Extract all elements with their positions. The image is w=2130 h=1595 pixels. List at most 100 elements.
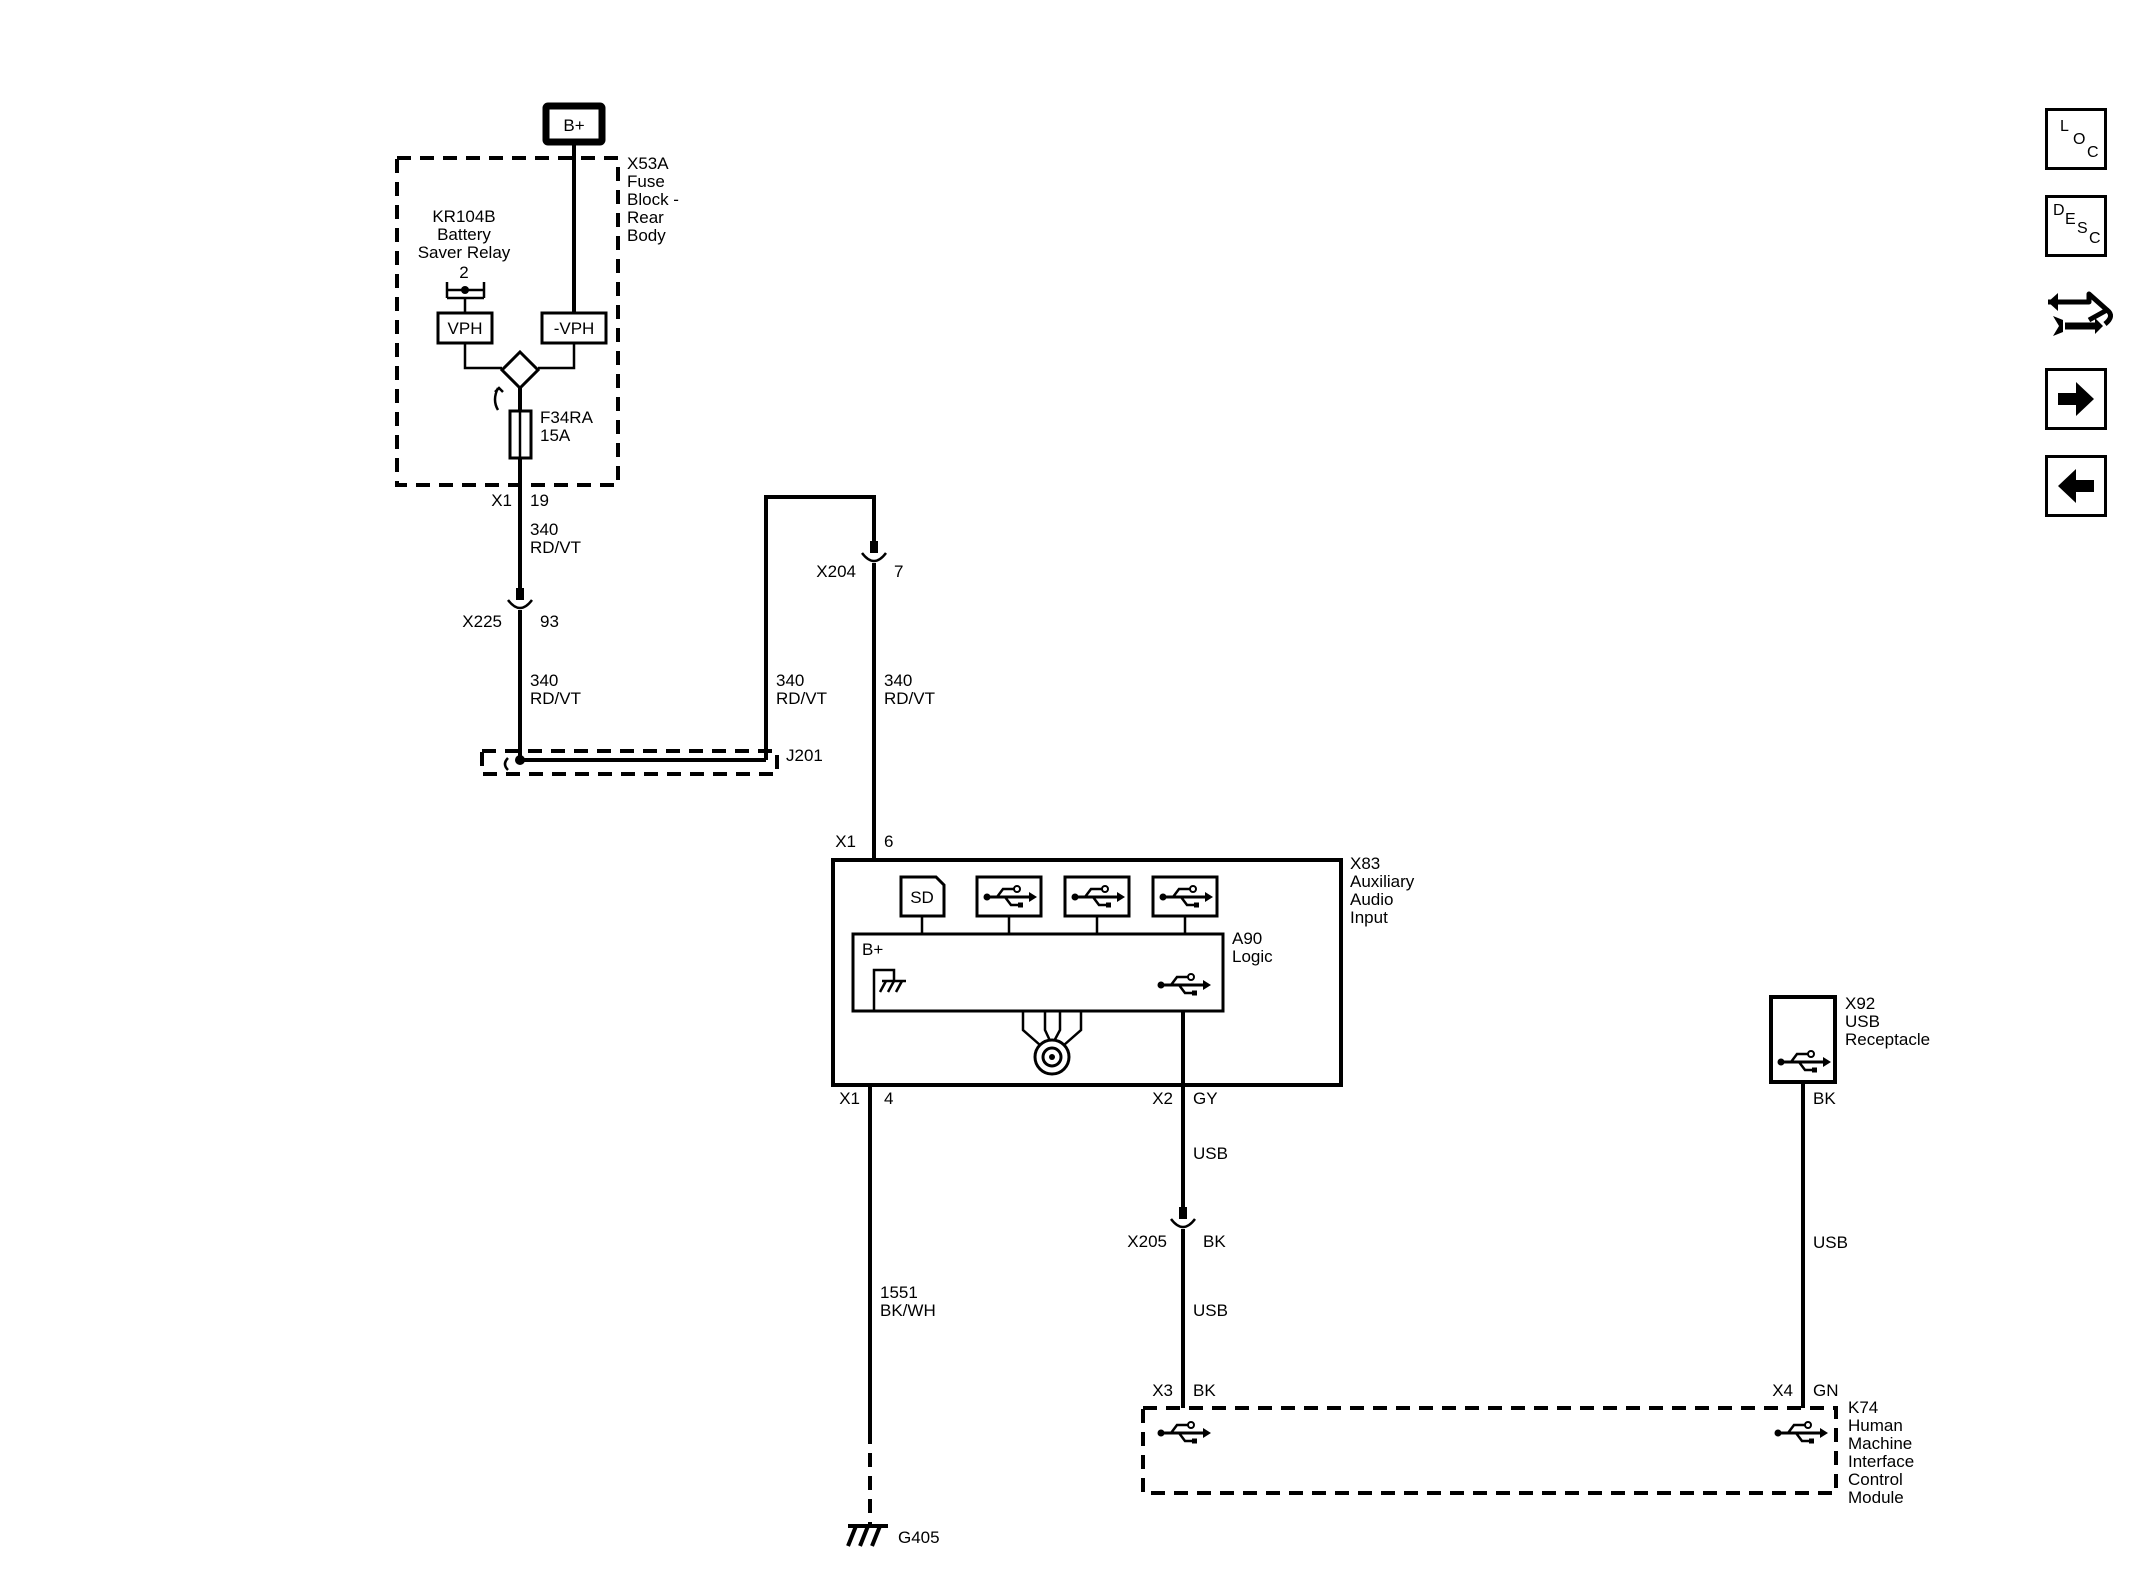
sd-label: SD (910, 888, 934, 907)
battery-positive-source: B+ (542, 102, 606, 146)
b-plus-label: B+ (563, 116, 584, 135)
wire-340-segment-3 (764, 495, 876, 760)
fuse-block-name-3: Rear (627, 208, 664, 227)
aux-x1-bottom-conn: X1 (839, 1089, 860, 1108)
service-info-button[interactable] (2045, 280, 2113, 342)
loc-letter-c: C (2087, 144, 2099, 161)
relay-id: KR104B (432, 207, 495, 226)
usb-receptacle-id: X92 (1845, 994, 1875, 1013)
relay-name-2: Saver Relay (418, 243, 511, 262)
aux-x2-conn: X2 (1152, 1089, 1173, 1108)
hmi-usb-icon-right (1773, 1420, 1830, 1445)
fuse-rating: 15A (540, 426, 571, 445)
logic-name: Logic (1232, 947, 1273, 966)
desc-letter-e: E (2065, 211, 2076, 228)
neg-vph-label: -VPH (554, 319, 595, 338)
wire1-circuit: 340 (530, 520, 558, 539)
wire1-color: RD/VT (530, 538, 581, 557)
x225-pin: 93 (540, 612, 559, 631)
ground-g405: G405 (846, 1524, 940, 1547)
inline-connector-x225: X225 93 (462, 588, 559, 631)
x205-pin: BK (1203, 1232, 1226, 1251)
wire4-circuit: 340 (884, 671, 912, 690)
usb-right-label: USB (1813, 1233, 1848, 1252)
ground-wire-color: BK/WH (880, 1301, 936, 1320)
fuse-block-name-4: Body (627, 226, 666, 245)
hmi-x4-pin: GN (1813, 1381, 1839, 1400)
feed-diode-symbol (499, 349, 541, 391)
relay-name-1: Battery (437, 225, 491, 244)
inline-connector-x205: X205 BK (1127, 1207, 1226, 1251)
x204-id: X204 (816, 562, 856, 581)
hmi-x3-conn: X3 (1152, 1381, 1173, 1400)
logic-a90-box (851, 932, 1225, 1013)
audio-jack-icon (1021, 1011, 1083, 1076)
hmi-name-4: Control (1848, 1470, 1903, 1489)
aux-x2-pin: GY (1193, 1089, 1218, 1108)
hmi-usb-icon-left (1156, 1420, 1213, 1445)
splice-id: J201 (786, 746, 823, 765)
hmi-x3-pin: BK (1193, 1381, 1216, 1400)
x205-id: X205 (1127, 1232, 1167, 1251)
x225-id: X225 (462, 612, 502, 631)
usb-port-1 (975, 875, 1043, 934)
usb-lower-label: USB (1193, 1301, 1228, 1320)
wire3-circuit: 340 (776, 671, 804, 690)
relay-contact-symbol (445, 282, 486, 313)
fuse-block-connector: X1 (491, 491, 512, 510)
internal-ground-icon (872, 968, 906, 1011)
fuse-block-name-2: Block - (627, 190, 679, 209)
fuse-block-pin: 19 (530, 491, 549, 510)
ground-wire-circuit: 1551 (880, 1283, 918, 1302)
loc-letter-l: L (2060, 118, 2069, 135)
location-button[interactable]: L O C (2045, 108, 2107, 170)
aux-x1-top-pin: 6 (884, 832, 893, 851)
usb-port-3 (1151, 875, 1219, 934)
aux-x1-top-conn: X1 (835, 832, 856, 851)
vph-label: VPH (448, 319, 483, 338)
aux-name-2: Audio (1350, 890, 1393, 909)
wire4-color: RD/VT (884, 689, 935, 708)
splice-j201: J201 (480, 746, 823, 776)
logic-id: A90 (1232, 929, 1262, 948)
arrow-right-icon (2058, 382, 2094, 416)
fuse-block-x53a: X53A Fuse Block - Rear Body KR104B Batte… (395, 142, 679, 487)
next-page-button[interactable] (2045, 368, 2107, 430)
x204-pin: 7 (894, 562, 903, 581)
hmi-name-1: Human (1848, 1416, 1903, 1435)
aux-name-3: Input (1350, 908, 1388, 927)
wire2-color: RD/VT (530, 689, 581, 708)
hmi-name-3: Interface (1848, 1452, 1914, 1471)
hmi-name-5: Module (1848, 1488, 1904, 1507)
wire2-circuit: 340 (530, 671, 558, 690)
loc-letter-o: O (2073, 131, 2086, 148)
fuse-block-name-1: Fuse (627, 172, 665, 191)
aux-audio-input-x83: X83 Auxiliary Audio Input SD A90 L (831, 854, 1415, 1087)
usb-receptacle-x92: X92 USB Receptacle (1769, 994, 1930, 1084)
fuse-id: F34RA (540, 408, 594, 427)
logic-bplus: B+ (862, 940, 883, 959)
desc-letter-d: D (2053, 202, 2065, 219)
hmi-x4-conn: X4 (1772, 1381, 1793, 1400)
inline-connector-x204: X204 7 (816, 541, 903, 581)
usb-upper-label: USB (1193, 1144, 1228, 1163)
fuse-block-id: X53A (627, 154, 669, 173)
usb-receptacle-pin: BK (1813, 1089, 1836, 1108)
aux-name-1: Auxiliary (1350, 872, 1415, 891)
description-button[interactable]: D E S C (2045, 195, 2107, 257)
arrow-left-icon (2058, 469, 2094, 503)
previous-page-button[interactable] (2045, 455, 2107, 517)
hmi-name-2: Machine (1848, 1434, 1912, 1453)
aux-id: X83 (1350, 854, 1380, 873)
hmi-id: K74 (1848, 1398, 1878, 1417)
relay-pin: 2 (459, 263, 468, 282)
desc-letter-s: S (2077, 220, 2088, 237)
aux-x1-bottom-pin: 4 (884, 1089, 893, 1108)
wrench-arrows-icon (2048, 291, 2113, 336)
wire3-color: RD/VT (776, 689, 827, 708)
hmi-module-k74: K74 Human Machine Interface Control Modu… (1141, 1398, 1914, 1507)
usb-receptacle-name-1: USB (1845, 1012, 1880, 1031)
sd-card-slot: SD (899, 875, 946, 934)
ground-id: G405 (898, 1528, 940, 1547)
